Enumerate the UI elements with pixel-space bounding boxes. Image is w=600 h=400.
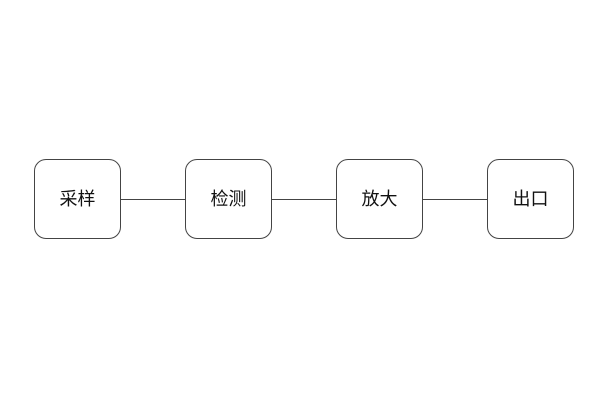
flow-node-amplification: 放大 xyxy=(336,159,423,239)
connector-amplification-output xyxy=(423,198,487,200)
flow-node-output-label: 出口 xyxy=(512,189,549,209)
flow-node-output: 出口 xyxy=(487,159,574,239)
flow-node-amplification-label: 放大 xyxy=(361,189,398,209)
flowchart-row: 采样 检测 放大 出口 xyxy=(34,159,574,239)
flow-node-sampling: 采样 xyxy=(34,159,121,239)
connector-detection-amplification xyxy=(272,198,336,200)
flow-node-detection-label: 检测 xyxy=(210,189,247,209)
connector-sampling-detection xyxy=(121,198,185,200)
flow-node-sampling-label: 采样 xyxy=(59,189,96,209)
flow-node-detection: 检测 xyxy=(185,159,272,239)
